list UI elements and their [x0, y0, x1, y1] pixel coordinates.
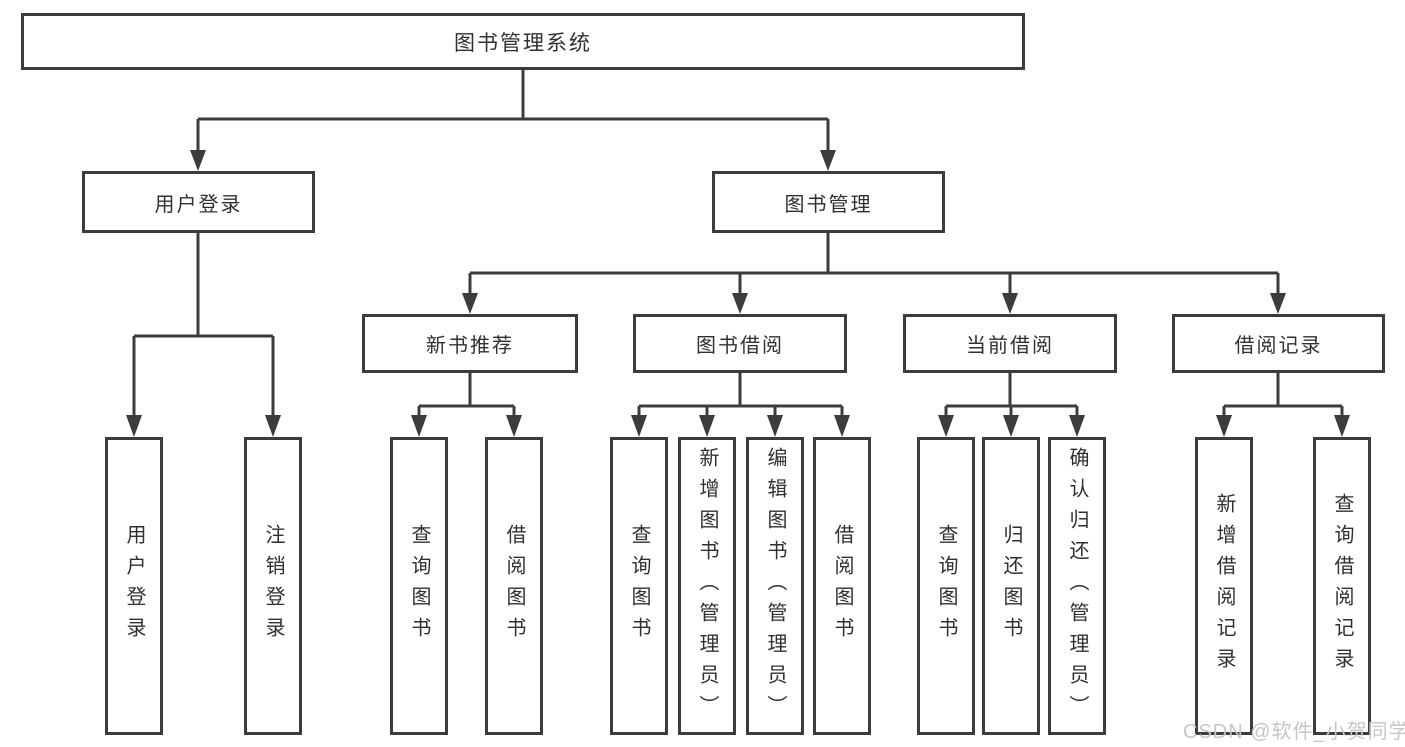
leaf-br-add-record: 新增借阅记录: [1195, 437, 1253, 735]
leaf-nbr-query-books: 查询图书: [390, 437, 448, 735]
node-library-management-system: 图书管理系统: [21, 13, 1025, 70]
leaf-nbr-query-books-label: 查询图书: [408, 524, 430, 648]
node-current-borrowing: 当前借阅: [903, 314, 1117, 373]
leaf-br-add-record-label: 新增借阅记录: [1213, 493, 1235, 679]
node-book-management: 图书管理: [712, 171, 945, 233]
leaf-bb-edit-books-admin-label: 编辑图书（管理员）: [764, 446, 786, 726]
node-user-login: 用户登录: [82, 171, 315, 233]
node-book-borrowing: 图书借阅: [633, 314, 847, 373]
leaf-nbr-borrow-books-label: 借阅图书: [503, 524, 525, 648]
leaf-cb-confirm-return-admin-label: 确认归还（管理员）: [1066, 446, 1088, 726]
leaf-user-login-label: 用户登录: [123, 524, 145, 648]
leaf-cb-confirm-return-admin: 确认归还（管理员）: [1048, 437, 1106, 735]
leaf-cb-return-books-label: 归还图书: [1000, 524, 1022, 648]
leaf-bb-add-books-admin-label: 新增图书（管理员）: [696, 446, 718, 726]
leaf-bb-query-books-label: 查询图书: [628, 524, 650, 648]
node-new-book-recommendation: 新书推荐: [362, 314, 578, 373]
leaf-br-query-record: 查询借阅记录: [1313, 437, 1371, 735]
leaf-bb-edit-books-admin: 编辑图书（管理员）: [746, 437, 804, 735]
leaf-cb-query-books: 查询图书: [917, 437, 975, 735]
leaf-logout-label: 注销登录: [262, 524, 284, 648]
leaf-logout: 注销登录: [244, 437, 302, 735]
node-borrowing-records: 借阅记录: [1172, 314, 1385, 373]
leaf-cb-return-books: 归还图书: [982, 437, 1040, 735]
leaf-nbr-borrow-books: 借阅图书: [485, 437, 543, 735]
leaf-cb-query-books-label: 查询图书: [935, 524, 957, 648]
leaf-bb-borrow-books-label: 借阅图书: [831, 524, 853, 648]
leaf-bb-query-books: 查询图书: [610, 437, 668, 735]
leaf-user-login: 用户登录: [105, 437, 163, 735]
leaf-bb-borrow-books: 借阅图书: [813, 437, 871, 735]
watermark: CSDN @软件_小贺同学: [1183, 721, 1405, 743]
leaf-br-query-record-label: 查询借阅记录: [1331, 493, 1353, 679]
leaf-bb-add-books-admin: 新增图书（管理员）: [678, 437, 736, 735]
